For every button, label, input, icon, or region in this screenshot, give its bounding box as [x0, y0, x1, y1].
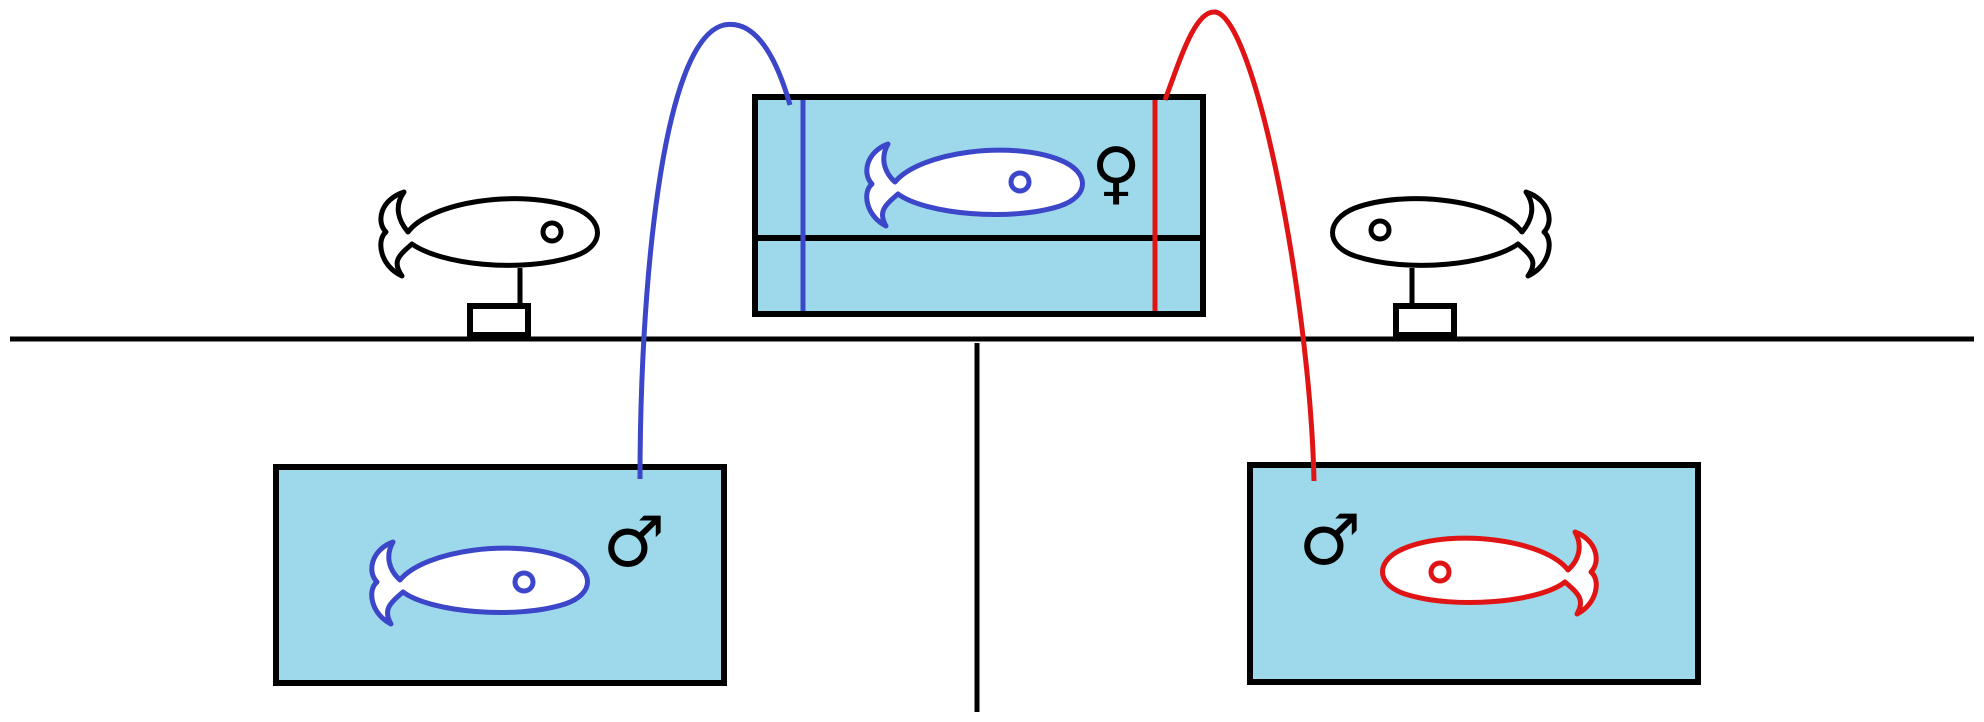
- male-tank-right: ♂: [1247, 462, 1701, 685]
- model-fish-right: [1330, 189, 1552, 338]
- fish-icon: [1330, 189, 1552, 279]
- fish-icon: [369, 539, 590, 627]
- male-symbol-icon: ♂: [1299, 499, 1362, 581]
- fish-icon: [864, 141, 1085, 229]
- male-tank-left: ♂: [273, 464, 727, 686]
- female-symbol-icon: ♀: [1091, 134, 1141, 213]
- blue-connection: [637, 21, 793, 480]
- model-fish-left: [378, 189, 600, 338]
- red-connection: [1162, 9, 1317, 482]
- female-tank: ♀: [752, 94, 1206, 317]
- male-symbol-icon: ♂: [603, 501, 666, 583]
- fish-icon: [378, 189, 600, 279]
- fish-icon: [1380, 529, 1599, 617]
